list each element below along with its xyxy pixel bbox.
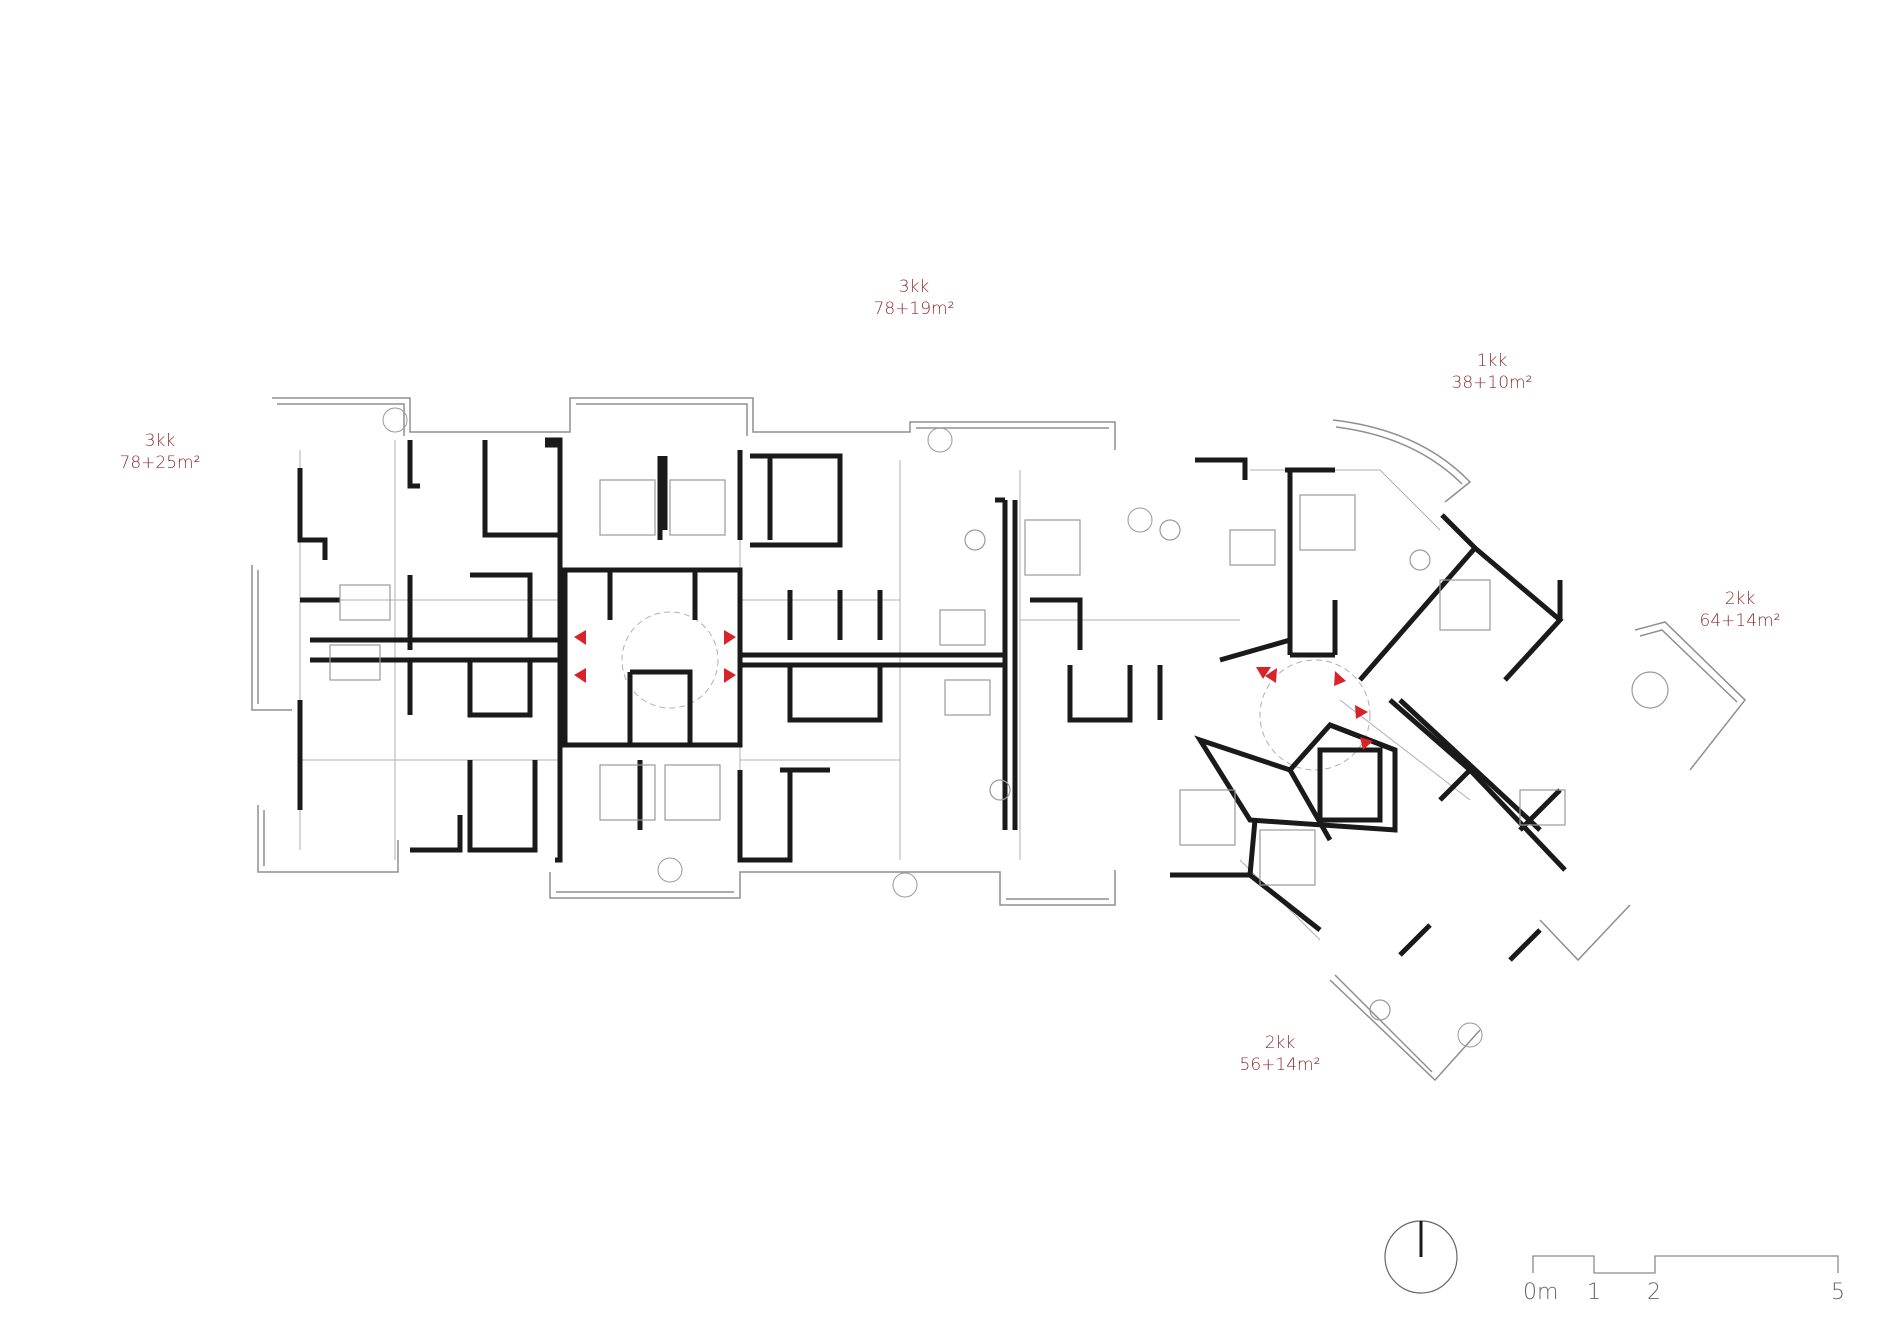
- entrance-arrow-icon: [1256, 667, 1271, 679]
- entrance-arrow-icon: [574, 630, 586, 645]
- unit-type: 3kk: [898, 277, 930, 297]
- unit-label-3kk-top: 3kk 78+19m²: [814, 276, 1014, 320]
- entrance-arrow-icon: [1265, 668, 1277, 683]
- scale-label-2: 2: [1647, 1280, 1661, 1305]
- unit-type: 2kk: [1724, 589, 1756, 609]
- entrance-arrow-icon: [574, 668, 586, 683]
- scale-bar: [1532, 1255, 1839, 1274]
- furniture: [329, 479, 1669, 1021]
- unit-area: 38+10m²: [1451, 373, 1533, 393]
- entrance-arrow-icon: [724, 630, 736, 645]
- entrance-arrow-icon: [1334, 671, 1346, 686]
- unit-area: 78+25m²: [119, 453, 201, 473]
- entrance-markers: [574, 630, 1373, 750]
- balconies: [251, 397, 1747, 1082]
- unit-label-2kk-bottom: 2kk 56+14m²: [1180, 1032, 1380, 1076]
- scale-label-5: 5: [1831, 1280, 1845, 1305]
- unit-label-3kk-left: 3kk 78+25m²: [60, 430, 260, 474]
- scale-label-0: 0m: [1523, 1280, 1559, 1305]
- structural-walls: [297, 437, 1567, 962]
- unit-type: 3kk: [144, 431, 176, 451]
- unit-area: 56+14m²: [1239, 1055, 1321, 1075]
- entrance-arrow-icon: [1355, 705, 1368, 719]
- unit-type: 1kk: [1476, 351, 1508, 371]
- unit-label-1kk: 1kk 38+10m²: [1392, 350, 1592, 394]
- interior-partitions: [299, 440, 1471, 941]
- scale-label-1: 1: [1587, 1280, 1601, 1305]
- north-arrow-icon: [1384, 1220, 1458, 1294]
- unit-area: 64+14m²: [1699, 611, 1781, 631]
- entrance-arrow-icon: [724, 668, 736, 683]
- unit-label-2kk-right: 2kk 64+14m²: [1640, 588, 1840, 632]
- unit-type: 2kk: [1264, 1033, 1296, 1053]
- plants: [382, 407, 1483, 1048]
- unit-area: 78+19m²: [873, 299, 955, 319]
- entrance-arrow-icon: [1360, 737, 1373, 750]
